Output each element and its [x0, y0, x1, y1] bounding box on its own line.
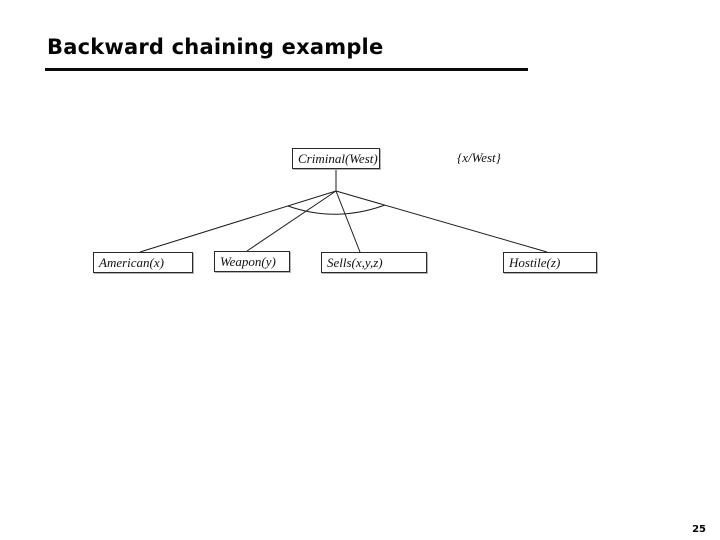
edge-criminal-weapon	[246, 190, 337, 252]
slide-title: Backward chaining example	[47, 35, 384, 59]
node-criminal-west: Criminal(West)	[292, 148, 380, 169]
edge-criminal-american	[139, 190, 337, 253]
page-number: 25	[692, 524, 706, 535]
and-arc	[287, 204, 386, 215]
edge-criminal-sells	[335, 190, 361, 253]
title-underline	[45, 68, 528, 71]
node-weapon: Weapon(y)	[214, 251, 290, 272]
substitution-label: {x/West}	[457, 150, 501, 165]
node-hostile: Hostile(z)	[503, 252, 597, 273]
node-american: American(x)	[93, 252, 193, 273]
edge-criminal-hostile	[335, 190, 548, 253]
node-sells: Sells(x,y,z)	[321, 252, 427, 273]
